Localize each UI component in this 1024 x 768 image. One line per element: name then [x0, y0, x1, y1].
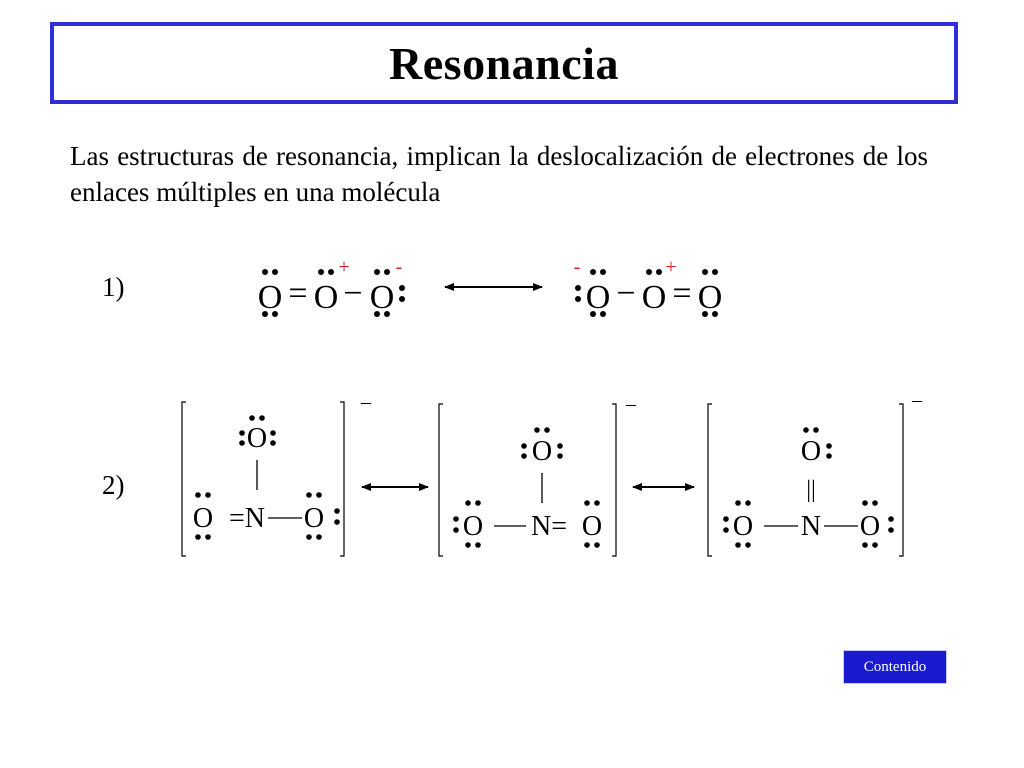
- double-bond-vertical: ||: [806, 477, 816, 503]
- atom-o-top: O: [532, 436, 552, 467]
- atom-o: O: [586, 279, 611, 316]
- formal-charge: +: [338, 256, 349, 278]
- contenido-button[interactable]: Contenido: [843, 650, 947, 684]
- bond: −: [343, 275, 362, 312]
- bracket-left: [181, 401, 186, 557]
- atom-o-top: O: [247, 423, 267, 454]
- atom-n: =N: [229, 503, 265, 534]
- formal-charge: +: [665, 256, 676, 278]
- nitrite-structure-2: – O O N= O: [438, 393, 637, 557]
- atom-o: O: [258, 279, 283, 316]
- atom-n: N=: [531, 511, 567, 542]
- atom-o-right: O: [582, 511, 602, 542]
- bracket-charge: –: [360, 391, 372, 413]
- atom-o-top: O: [801, 436, 821, 467]
- atom-o: O: [314, 279, 339, 316]
- lone-pairs: [575, 269, 718, 317]
- atom-o-left: O: [463, 511, 483, 542]
- bond: =: [672, 275, 691, 312]
- nitrite-structure-1: – O O =N O: [181, 391, 372, 557]
- nitrite-structure-3: – O || O N O: [707, 389, 923, 557]
- formal-charge: -: [396, 256, 403, 278]
- atom-o: O: [370, 279, 395, 316]
- bracket-right: [612, 403, 617, 557]
- formal-charge: -: [574, 256, 581, 278]
- bracket-left: [438, 403, 443, 557]
- atom-o-left: O: [193, 503, 213, 534]
- atom-o-right: O: [304, 503, 324, 534]
- atom-o-right: O: [860, 511, 880, 542]
- bond: =: [288, 275, 307, 312]
- bracket-left: [707, 403, 712, 557]
- bracket-right: [899, 403, 904, 557]
- lone-pairs: [195, 415, 340, 540]
- intro-text: Las estructuras de resonancia, implican …: [70, 141, 928, 207]
- example-number-1: 1): [102, 272, 125, 302]
- atom-o-left: O: [733, 511, 753, 542]
- ozone-structure-a: O = O − O + -: [258, 256, 405, 317]
- lone-pairs: [262, 269, 405, 317]
- title-box: Resonancia: [50, 22, 958, 104]
- slide-title: Resonancia: [389, 37, 619, 89]
- atom-o: O: [698, 279, 723, 316]
- bracket-charge: –: [625, 393, 637, 415]
- example-number-2: 2): [102, 470, 125, 500]
- atom-o: O: [642, 279, 667, 316]
- bond: −: [616, 275, 635, 312]
- bracket-right: [340, 401, 345, 557]
- lone-pairs: [723, 427, 894, 548]
- bracket-charge: –: [911, 389, 923, 411]
- ozone-structure-b: O − O = O - +: [574, 256, 723, 317]
- atom-n: N: [801, 511, 821, 542]
- lone-pairs: [453, 427, 600, 548]
